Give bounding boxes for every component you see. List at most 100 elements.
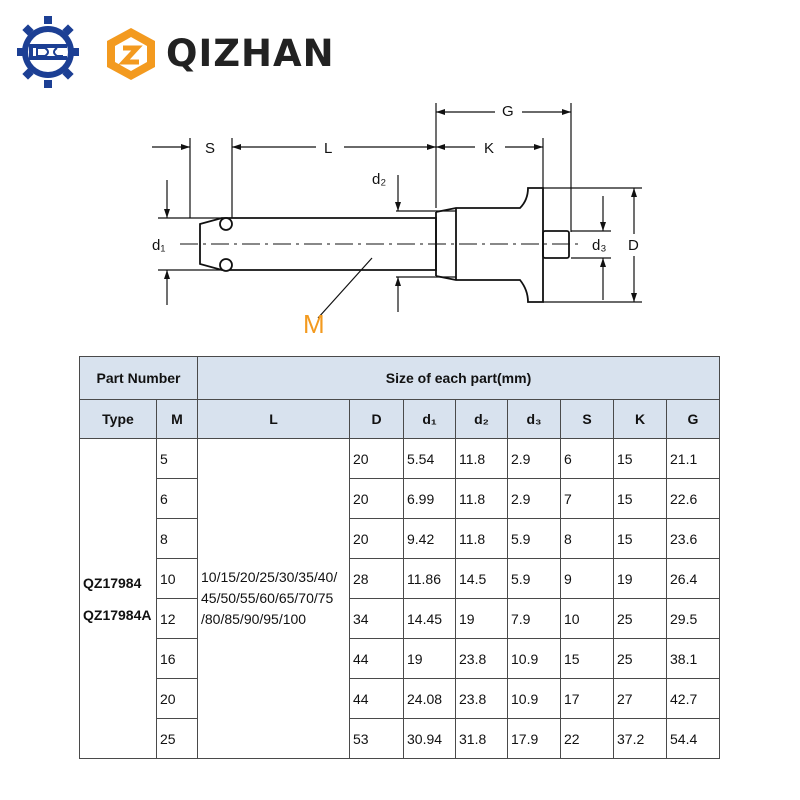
dim-label-l: L (324, 140, 332, 157)
cell-d1: 30.94 (403, 718, 456, 759)
cell-g: 21.1 (666, 438, 720, 479)
company-emblem-logo (15, 14, 81, 90)
dim-label-g: G (502, 103, 514, 120)
cell-d3: 17.9 (507, 718, 561, 759)
type-cell: QZ17984 QZ17984A (79, 438, 157, 759)
table-row: 20 44 24.08 23.8 10.9 17 27 42.7 (80, 678, 720, 719)
cell-d3: 5.9 (507, 558, 561, 599)
cell-m: 8 (156, 518, 198, 559)
cell-d: 53 (349, 718, 404, 759)
cell-d3: 10.9 (507, 678, 561, 719)
cell-s: 7 (560, 478, 614, 519)
col-s: S (560, 399, 614, 439)
table-row: 12 34 14.45 19 7.9 10 25 29.5 (80, 598, 720, 639)
col-type: Type (79, 399, 157, 439)
cell-m: 12 (156, 598, 198, 639)
cell-s: 9 (560, 558, 614, 599)
cell-m: 5 (156, 438, 198, 479)
cell-m: 6 (156, 478, 198, 519)
cell-d: 34 (349, 598, 404, 639)
cell-d1: 14.45 (403, 598, 456, 639)
col-d: D (349, 399, 404, 439)
column-header-row: Type M L D d₁ d₂ d₃ S K G (79, 399, 720, 439)
col-d2: d₂ (455, 399, 508, 439)
l-range-line: 10/15/20/25/30/35/40/ (201, 569, 338, 585)
table-row: QZ17984 QZ17984A 5 10/15/20/25/30/35/40/… (79, 438, 720, 759)
cell-d: 28 (349, 558, 404, 599)
cell-g: 22.6 (666, 478, 720, 519)
table-row: 10 28 11.86 14.5 5.9 9 19 26.4 (80, 558, 720, 599)
cell-d: 20 (349, 478, 404, 519)
cell-g: 54.4 (666, 718, 720, 759)
cell-d2: 23.8 (455, 638, 508, 679)
cell-d2: 23.8 (455, 678, 508, 719)
cell-d2: 31.8 (455, 718, 508, 759)
cell-d1: 6.99 (403, 478, 456, 519)
table-row: 25 53 30.94 31.8 17.9 22 37.2 54.4 (80, 718, 720, 759)
cell-d3: 7.9 (507, 598, 561, 639)
col-d3: d₃ (507, 399, 561, 439)
ball-lock-pin-drawing: S L K G d₂ d₁ d₃ D M (152, 103, 642, 339)
cell-d: 44 (349, 678, 404, 719)
col-l: L (197, 399, 350, 439)
cell-d1: 19 (403, 638, 456, 679)
cell-d: 20 (349, 438, 404, 479)
dim-label-s: S (205, 140, 215, 157)
dim-label-k: K (484, 140, 494, 157)
cell-s: 8 (560, 518, 614, 559)
table-row: 6 20 6.99 11.8 2.9 7 15 22.6 (80, 478, 720, 519)
cell-d: 20 (349, 518, 404, 559)
cell-d3: 2.9 (507, 438, 561, 479)
cell-s: 22 (560, 718, 614, 759)
dim-label-d: D (628, 237, 639, 254)
cell-m: 25 (156, 718, 198, 759)
cell-d: 44 (349, 638, 404, 679)
cell-g: 42.7 (666, 678, 720, 719)
header-sizes: Size of each part(mm) (197, 356, 720, 400)
col-g: G (666, 399, 720, 439)
cell-m: 16 (156, 638, 198, 679)
l-range-cell: 10/15/20/25/30/35/40/ 45/50/55/60/65/70/… (197, 438, 350, 759)
dim-label-d1: d₁ (152, 237, 165, 254)
cell-d2: 11.8 (455, 518, 508, 559)
cell-d3: 10.9 (507, 638, 561, 679)
cell-d3: 2.9 (507, 478, 561, 519)
dim-label-d3: d₃ (592, 237, 606, 254)
cell-s: 6 (560, 438, 614, 479)
cell-k: 25 (613, 598, 667, 639)
cell-d1: 11.86 (403, 558, 456, 599)
cell-g: 38.1 (666, 638, 720, 679)
l-range-line: 45/50/55/60/65/70/75 (201, 590, 334, 606)
cell-k: 19 (613, 558, 667, 599)
cell-d2: 14.5 (455, 558, 508, 599)
cell-g: 26.4 (666, 558, 720, 599)
type-name: QZ17984 (83, 574, 142, 591)
dim-label-d2: d₂ (372, 171, 386, 188)
l-range-line: /80/85/90/95/100 (201, 611, 307, 627)
cell-d2: 11.8 (455, 478, 508, 519)
cell-s: 10 (560, 598, 614, 639)
cell-k: 15 (613, 478, 667, 519)
dim-label-m: M (303, 309, 325, 339)
cell-m: 20 (156, 678, 198, 719)
col-k: K (613, 399, 667, 439)
cell-s: 17 (560, 678, 614, 719)
cell-m: 10 (156, 558, 198, 599)
cell-k: 15 (613, 438, 667, 479)
cell-k: 37.2 (613, 718, 667, 759)
col-m: M (156, 399, 198, 439)
cell-d3: 5.9 (507, 518, 561, 559)
header-part-number: Part Number (79, 356, 198, 400)
cell-d2: 19 (455, 598, 508, 639)
cell-k: 25 (613, 638, 667, 679)
cell-k: 15 (613, 518, 667, 559)
qizhan-q-logo (104, 27, 158, 81)
cell-s: 15 (560, 638, 614, 679)
col-d1: d₁ (403, 399, 456, 439)
brand-name: QIZHAN (166, 32, 335, 75)
table-row: 8 20 9.42 11.8 5.9 8 15 23.6 (80, 518, 720, 559)
cell-d1: 24.08 (403, 678, 456, 719)
cell-d1: 9.42 (403, 518, 456, 559)
type-name: QZ17984A (83, 606, 152, 623)
cell-k: 27 (613, 678, 667, 719)
